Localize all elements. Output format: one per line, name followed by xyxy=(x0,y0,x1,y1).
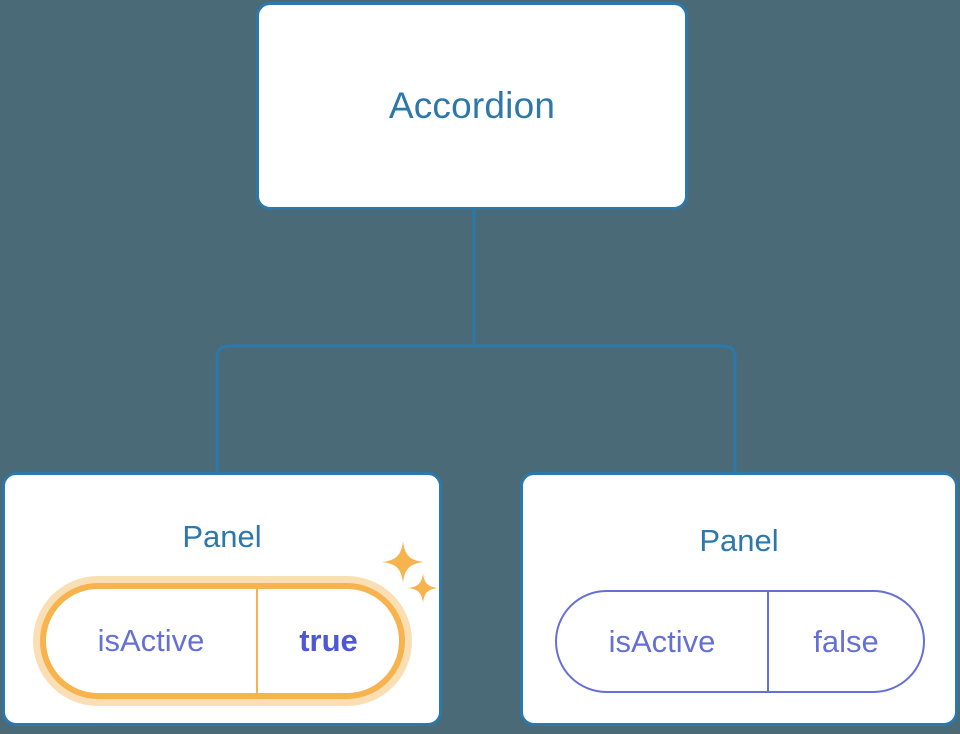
prop-pill-isactive-true[interactable]: isActive true xyxy=(40,583,405,699)
prop-value: true xyxy=(299,623,358,658)
prop-pill-isactive-false[interactable]: isActive false xyxy=(555,590,925,693)
node-panel-active-label: Panel xyxy=(182,519,262,554)
node-panel-inactive-label: Panel xyxy=(699,523,779,558)
prop-key: isActive xyxy=(46,589,258,693)
connector-branch-left xyxy=(215,344,474,472)
node-accordion-label: Accordion xyxy=(388,85,556,126)
prop-key: isActive xyxy=(557,592,769,691)
prop-value: false xyxy=(813,623,879,659)
connector-branch-right xyxy=(474,344,737,472)
node-accordion[interactable]: Accordion xyxy=(256,2,688,210)
